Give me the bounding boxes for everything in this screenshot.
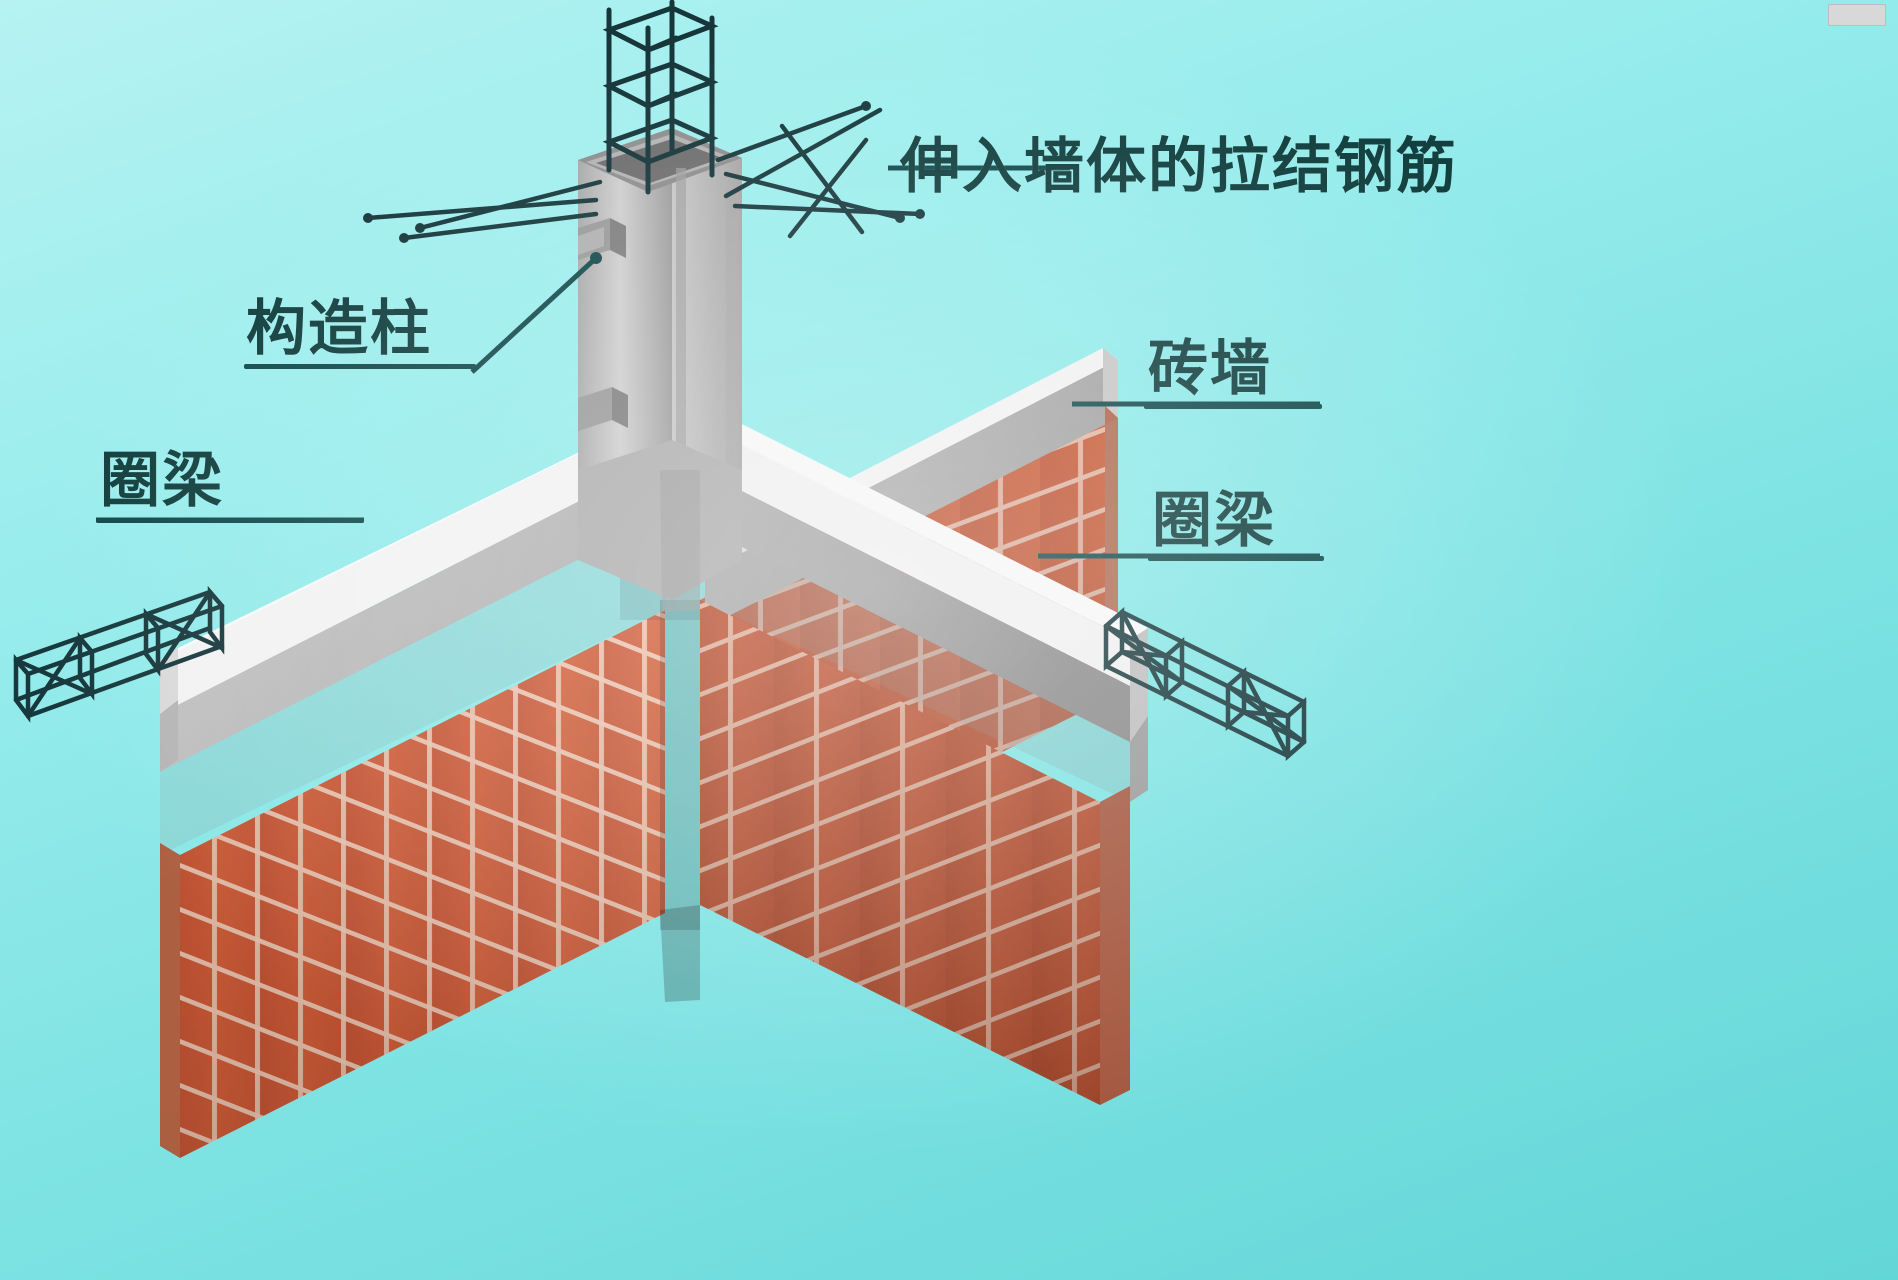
label-brick-wall-underline: [1144, 404, 1322, 409]
structural-column: [578, 128, 742, 612]
label-ring-beam-right-underline: [1148, 556, 1324, 561]
label-tie-bars: 伸入墙体的拉结钢筋: [900, 132, 1458, 202]
label-brick-wall: 砖墙: [1148, 334, 1272, 404]
leader-structural-column: [470, 256, 598, 374]
top-right-chip: [1828, 4, 1886, 26]
brick-wall-right-front: [700, 412, 1148, 1105]
label-structural-column: 构造柱: [246, 294, 432, 364]
ring-beam-rebar-cage-left: [13, 585, 225, 723]
ring-beam-rebar-cage-right: [1103, 607, 1307, 761]
label-ring-beam-left: 圈梁: [100, 446, 224, 516]
label-ring-beam-right: 圈梁: [1152, 486, 1276, 556]
label-structural-column-underline: [244, 364, 476, 369]
column-rebar-cage: [602, 0, 719, 195]
brick-wall-left-front: [160, 400, 686, 1158]
label-ring-beam-left-underline: [96, 518, 364, 523]
tie-bars-into-wall: [363, 101, 925, 243]
